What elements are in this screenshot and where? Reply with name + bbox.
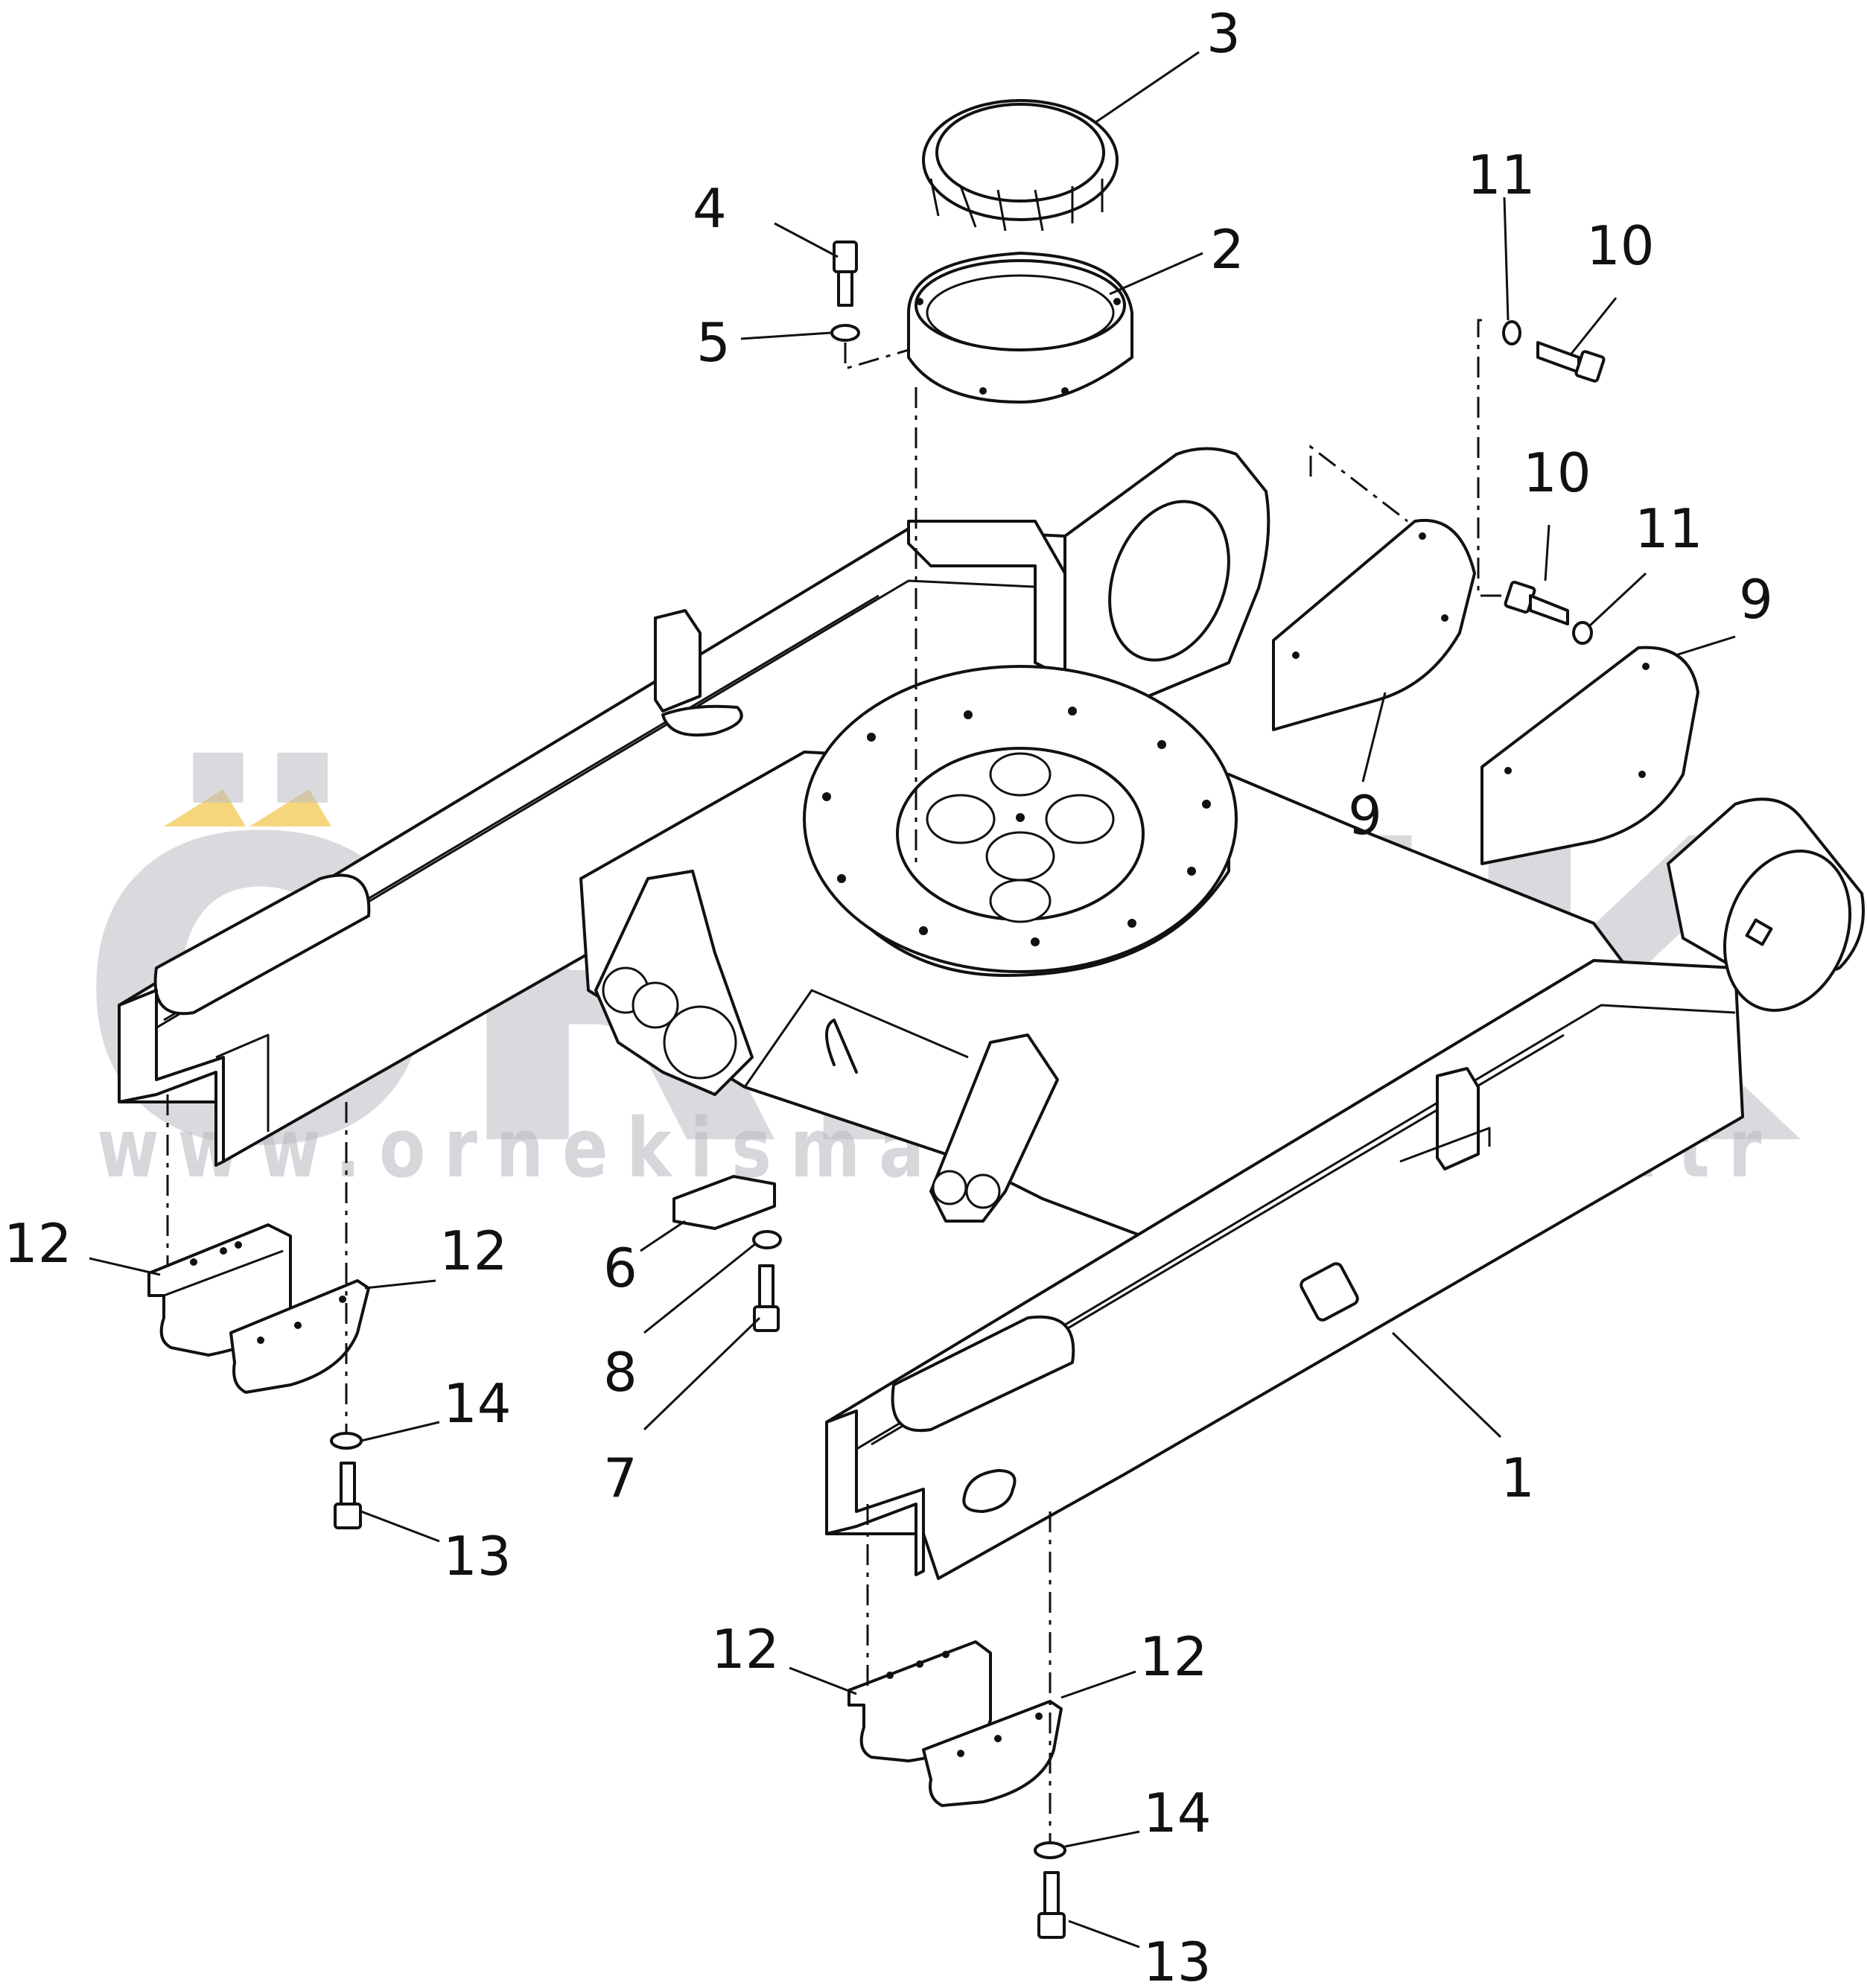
part-8-washer bbox=[752, 1230, 782, 1249]
part-2-flange-ring bbox=[907, 252, 1133, 404]
right-beam-lug bbox=[1436, 1067, 1480, 1170]
part-12-guard-upper-right bbox=[229, 1279, 370, 1394]
callout-11-mid: 11 bbox=[1635, 497, 1703, 560]
callout-14-a: 14 bbox=[443, 1372, 512, 1435]
callout-7: 7 bbox=[603, 1447, 637, 1509]
left-beam-lug bbox=[654, 609, 702, 713]
callout-5: 5 bbox=[696, 311, 731, 374]
upper-drive-flange bbox=[1108, 500, 1230, 662]
part-10-bolt-upper bbox=[1536, 341, 1606, 383]
callout-2: 2 bbox=[1210, 218, 1244, 281]
slewing-mount bbox=[803, 665, 1238, 977]
right-track-beam bbox=[825, 959, 1744, 1580]
part-13-bolt-lower bbox=[1037, 1871, 1066, 1939]
callout-13-a: 13 bbox=[443, 1525, 512, 1587]
part-7-bolt bbox=[753, 1264, 780, 1332]
callout-6: 6 bbox=[603, 1237, 637, 1299]
callout-11-top: 11 bbox=[1467, 144, 1536, 206]
callout-10-top: 10 bbox=[1586, 214, 1655, 277]
watermark-accent-left bbox=[164, 789, 246, 826]
part-9-cover-right bbox=[1480, 646, 1699, 865]
callout-8: 8 bbox=[603, 1341, 637, 1404]
part-9-cover-left bbox=[1272, 518, 1476, 731]
track-frame bbox=[118, 447, 1865, 1580]
part-11-washer-lower bbox=[1572, 621, 1593, 645]
right-beam-slot bbox=[891, 1315, 1075, 1433]
assembly-lines bbox=[166, 319, 1504, 1843]
part-3-seal-ring bbox=[922, 99, 1119, 232]
callout-3: 3 bbox=[1206, 2, 1241, 65]
callout-12-b: 12 bbox=[439, 1220, 508, 1282]
callout-4: 4 bbox=[693, 177, 727, 240]
left-front-channel bbox=[118, 989, 225, 1167]
leader-lines bbox=[89, 51, 1736, 1949]
part-5-washer bbox=[830, 324, 860, 342]
callout-9-right: 9 bbox=[1739, 568, 1773, 631]
right-drive-flange bbox=[1723, 850, 1852, 1012]
watermark-accent-right bbox=[249, 789, 331, 826]
right-beam-window bbox=[1300, 1262, 1359, 1322]
callout-9-left: 9 bbox=[1348, 784, 1382, 847]
callout-13-b: 13 bbox=[1143, 1931, 1212, 1988]
right-beam-oval bbox=[962, 1469, 1017, 1513]
callout-10-mid: 10 bbox=[1523, 442, 1591, 504]
part-14-washer-upper bbox=[330, 1432, 363, 1450]
part-11-washer-upper bbox=[1502, 320, 1521, 345]
part-10-bolt-lower bbox=[1504, 580, 1569, 625]
right-yoke bbox=[929, 1033, 1059, 1223]
callout-12-c: 12 bbox=[711, 1618, 780, 1680]
callout-12-d: 12 bbox=[1139, 1625, 1208, 1688]
callout-14-b: 14 bbox=[1143, 1782, 1212, 1844]
callouts: 3 4 2 5 11 10 10 11 9 9 12 12 6 8 14 7 1… bbox=[4, 2, 1773, 1988]
left-beam-lug-slot bbox=[661, 704, 743, 737]
part-13-bolt-upper bbox=[334, 1462, 362, 1529]
part-4-bolt bbox=[833, 240, 858, 307]
right-front-channel bbox=[825, 1409, 925, 1576]
callout-1: 1 bbox=[1501, 1447, 1535, 1509]
part-14-washer-lower bbox=[1034, 1841, 1066, 1859]
left-yoke-clip bbox=[825, 1019, 858, 1074]
callout-12-a: 12 bbox=[4, 1212, 72, 1275]
part-12-guard-lower-right bbox=[922, 1700, 1063, 1807]
part-6-cover-plate bbox=[672, 1175, 776, 1230]
right-drive-plug bbox=[1745, 918, 1773, 946]
